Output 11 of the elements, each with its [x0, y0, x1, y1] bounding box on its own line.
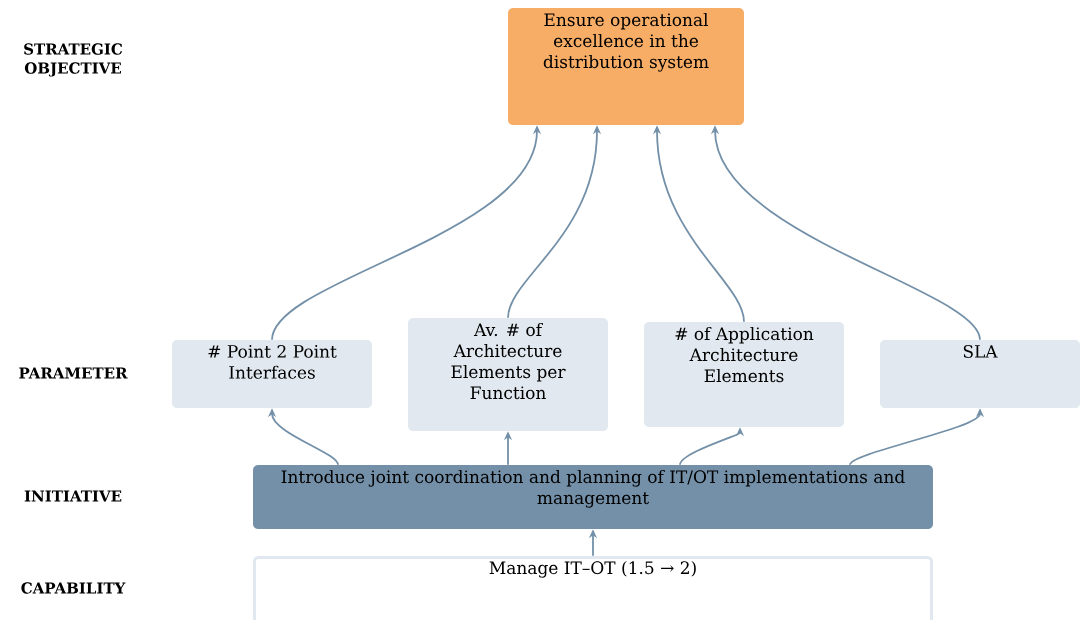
initiative-box: Introduce joint coordination and planning of IT/OT implementations and management: [253, 465, 933, 529]
row-label: PARAMETER: [19, 367, 128, 379]
row-label: CAPABILITY: [21, 582, 126, 594]
parameter-box: SLA: [880, 340, 1080, 408]
objective-box: Ensure operational excellence in the distribution system: [508, 8, 744, 125]
row-label: INITIATIVE: [24, 490, 122, 502]
capability-box: Manage IT–OT (1.5 → 2): [253, 556, 933, 620]
row-label: STRATEGIC OBJECTIVE: [24, 43, 123, 77]
parameter-box: # of Application Architecture Elements: [644, 322, 844, 427]
parameter-box: # Point 2 Point Interfaces: [172, 340, 372, 408]
parameter-box: Av. # of Architecture Elements per Function: [408, 318, 608, 431]
